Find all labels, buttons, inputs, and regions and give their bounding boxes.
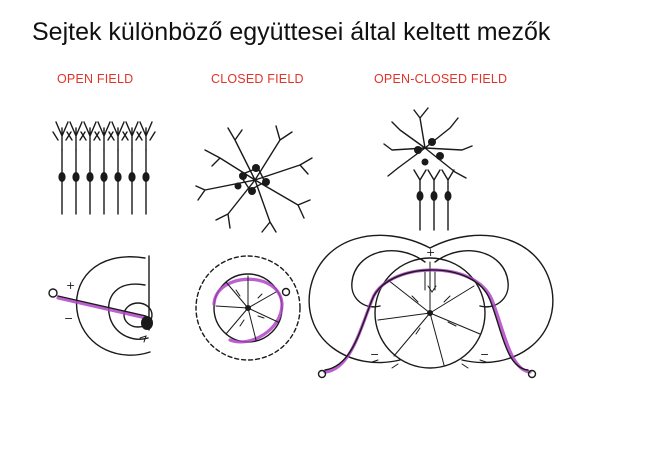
open-closed-field-neurons bbox=[383, 107, 473, 231]
svg-text:+: + bbox=[66, 279, 75, 292]
svg-text:−: − bbox=[480, 348, 489, 361]
closed-field-diagram bbox=[195, 255, 301, 361]
closed-field-neurons bbox=[195, 125, 313, 233]
open-closed-field-diagram: + − − bbox=[308, 234, 554, 379]
svg-text:−: − bbox=[370, 348, 379, 361]
slide-title: Sejtek különböző együttesei által keltet… bbox=[32, 18, 551, 46]
open-field-neurons bbox=[52, 121, 156, 215]
closed-field-label: CLOSED FIELD bbox=[211, 72, 304, 86]
open-closed-field-label: OPEN-CLOSED FIELD bbox=[374, 72, 508, 86]
svg-text:+: + bbox=[426, 246, 435, 259]
svg-text:−: − bbox=[64, 312, 73, 325]
open-field-label: OPEN FIELD bbox=[57, 72, 134, 86]
open-field-diagram: + − bbox=[48, 255, 153, 356]
